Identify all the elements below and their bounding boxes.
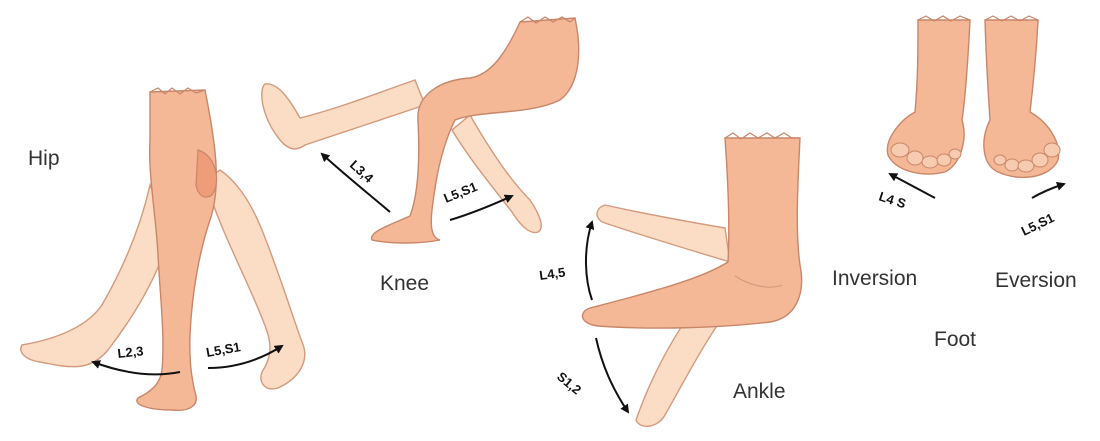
label-hip-flexion: L2,3: [117, 343, 144, 361]
hip-figure: [21, 88, 305, 410]
caption-knee: Knee: [380, 272, 429, 295]
knee-figure: [262, 17, 579, 243]
caption-foot: Foot: [934, 328, 976, 351]
caption-inversion: Inversion: [832, 267, 917, 290]
eversion-foot: [984, 16, 1060, 177]
ankle-dorsiflexion-arrow: [586, 222, 592, 300]
knee-extended-leg: [262, 80, 425, 149]
caption-hip: Hip: [28, 147, 60, 170]
label-knee-extension: L3,4: [347, 157, 377, 186]
hip-back-leg: [21, 185, 170, 367]
label-ankle-dorsiflexion: L4,5: [538, 264, 566, 282]
inversion-foot: [887, 16, 970, 174]
label-foot-eversion: L5,S1: [1019, 210, 1057, 239]
eversion-arrow: [1032, 184, 1064, 198]
caption-eversion: Eversion: [995, 269, 1077, 292]
ankle-plantarflexion-arrow: [596, 338, 628, 412]
ankle-dorsiflexed-foot: [597, 205, 730, 262]
label-knee-flexion: L5,S1: [442, 179, 480, 206]
caption-ankle: Ankle: [733, 380, 786, 403]
label-ankle-plantarflexion: S1,2: [554, 369, 584, 398]
label-hip-extension: L5,S1: [205, 339, 242, 360]
label-foot-inversion: L4 S: [877, 189, 908, 212]
